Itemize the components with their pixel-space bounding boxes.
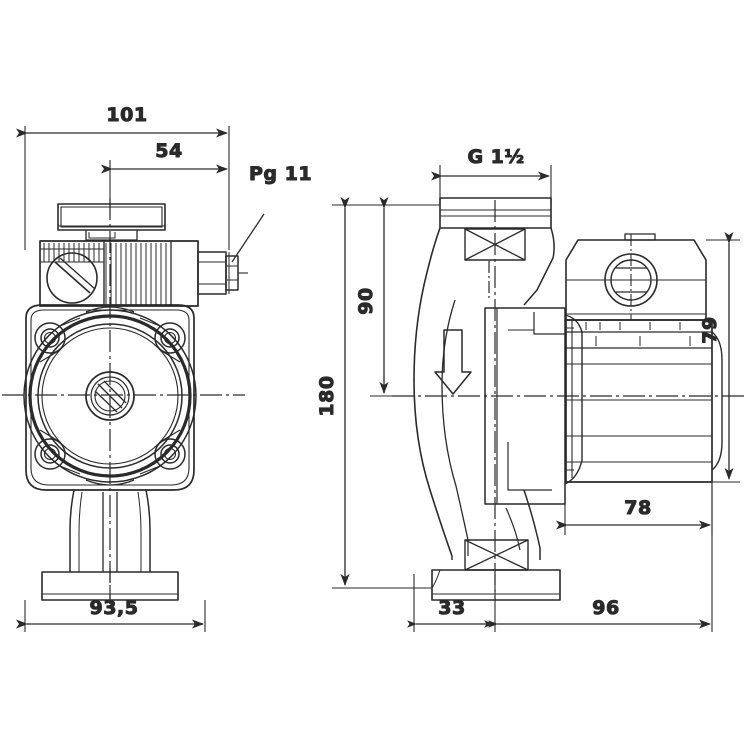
- cable-gland-front: [197, 251, 248, 295]
- volute-casing-side: [413, 227, 561, 601]
- dimension-label-78: 78: [624, 497, 651, 519]
- dimension-54: [101, 160, 228, 215]
- flow-direction-arrow: [434, 329, 472, 395]
- dimension-90: [370, 197, 440, 397]
- dimension-g-thread: [431, 165, 552, 205]
- dimension-label-79: 79: [699, 316, 721, 343]
- speed-selector-knob[interactable]: [46, 252, 98, 304]
- pump-housing-front: [23, 304, 197, 491]
- dimension-label-180: 180: [316, 375, 338, 416]
- stator-interface-side: [484, 307, 583, 505]
- dimension-label-pg11: Pg 11: [249, 163, 312, 185]
- dimension-label-54: 54: [155, 140, 182, 162]
- dimension-label-96: 96: [592, 597, 619, 619]
- pipe-body-front: [41, 489, 179, 608]
- front-view: [2, 198, 248, 608]
- cooling-fins: [43, 243, 167, 305]
- terminal-box: [57, 203, 166, 241]
- dimension-label-g-thread: G 1½: [467, 146, 524, 168]
- dimension-label-93-5: 93,5: [90, 597, 139, 619]
- bolt-bosses: [34, 322, 186, 470]
- motor-body-front: [39, 240, 199, 307]
- dimension-79: [706, 232, 740, 483]
- dimension-93-5: [16, 600, 206, 632]
- dimension-label-90: 90: [355, 287, 377, 314]
- dimension-label-101: 101: [106, 104, 147, 126]
- dimension-101: [16, 126, 230, 250]
- dimension-96: [488, 482, 713, 632]
- side-view: [392, 197, 748, 601]
- dimension-label-33: 33: [438, 597, 465, 619]
- leader-pg11: [231, 213, 265, 263]
- motor-terminal-box-side: [565, 233, 723, 483]
